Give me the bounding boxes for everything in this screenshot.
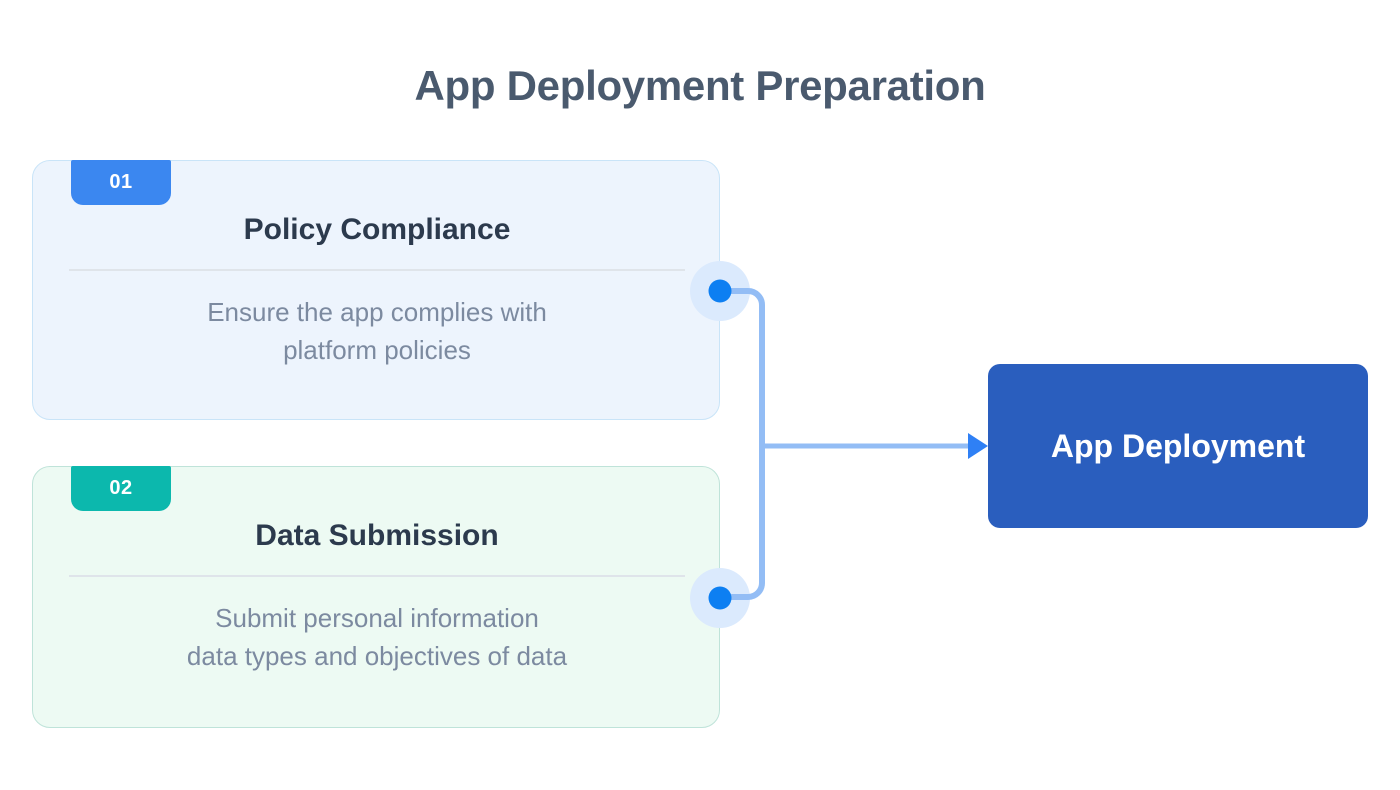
step-card-policy-compliance[interactable]: 01 Policy Compliance Ensure the app comp…: [32, 160, 720, 420]
arrow-head-icon: [968, 433, 988, 459]
step-title-02: Data Submission: [255, 519, 499, 552]
target-node-label: App Deployment: [1050, 427, 1306, 464]
target-node-app-deployment[interactable]: App Deployment: [988, 364, 1368, 528]
step-number-badge-01: 01: [71, 160, 171, 205]
page-title: App Deployment Preparation: [414, 62, 986, 109]
card-divider: [69, 269, 685, 271]
step-title-01: Policy Compliance: [243, 213, 511, 246]
card-divider: [69, 575, 685, 577]
connector-path-01: [717, 288, 765, 600]
step-number-badge-02: 02: [71, 466, 171, 511]
step-card-data-submission[interactable]: 02 Data Submission Submit personal infor…: [32, 466, 720, 728]
